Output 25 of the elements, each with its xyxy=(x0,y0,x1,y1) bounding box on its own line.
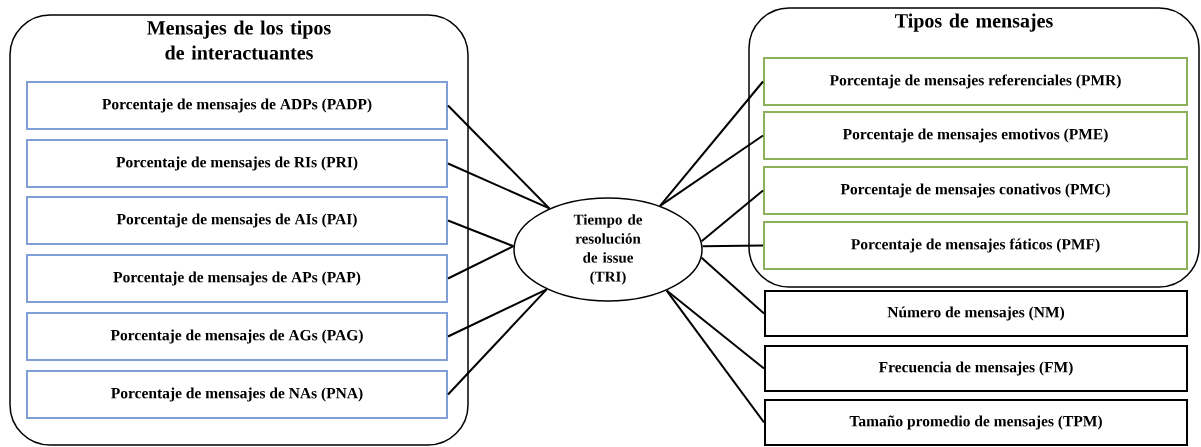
metric-box: Porcentaje de mensajes de ADPs (PADP) xyxy=(26,81,448,130)
metric-box: Porcentaje de mensajes conativos (PMC) xyxy=(763,166,1188,215)
connector-line xyxy=(447,219,515,248)
connector-line xyxy=(447,288,548,396)
metric-box: Porcentaje de mensajes de RIs (PRI) xyxy=(26,139,448,188)
metric-box: Frecuencia de mensajes (FM) xyxy=(764,345,1188,392)
metric-box: Tamaño promedio de mensajes (TPM) xyxy=(764,399,1188,446)
metric-box: Porcentaje de mensajes referenciales (PMR) xyxy=(763,57,1188,106)
metric-box: Número de mensajes (NM) xyxy=(764,290,1188,337)
metric-box: Porcentaje de mensajes de APs (PAP) xyxy=(26,254,448,303)
connector-line xyxy=(447,245,515,280)
connector-line xyxy=(701,244,764,248)
connector-line xyxy=(665,289,765,424)
metric-box: Porcentaje de mensajes de AGs (PAG) xyxy=(26,312,448,361)
metric-box: Porcentaje de mensajes emotivos (PME) xyxy=(763,111,1188,160)
connector-line xyxy=(447,162,551,210)
metric-box: Porcentaje de mensajes fáticos (PMF) xyxy=(763,221,1188,270)
metric-box: Porcentaje de mensajes de AIs (PAI) xyxy=(26,196,448,245)
connector-line xyxy=(659,134,764,207)
metric-box: Porcentaje de mensajes de NAs (PNA) xyxy=(26,370,448,419)
connector-line xyxy=(700,256,765,315)
connector-line xyxy=(659,80,764,207)
connector-line xyxy=(447,288,548,338)
connector-line xyxy=(447,104,551,210)
connector-line xyxy=(700,189,764,243)
